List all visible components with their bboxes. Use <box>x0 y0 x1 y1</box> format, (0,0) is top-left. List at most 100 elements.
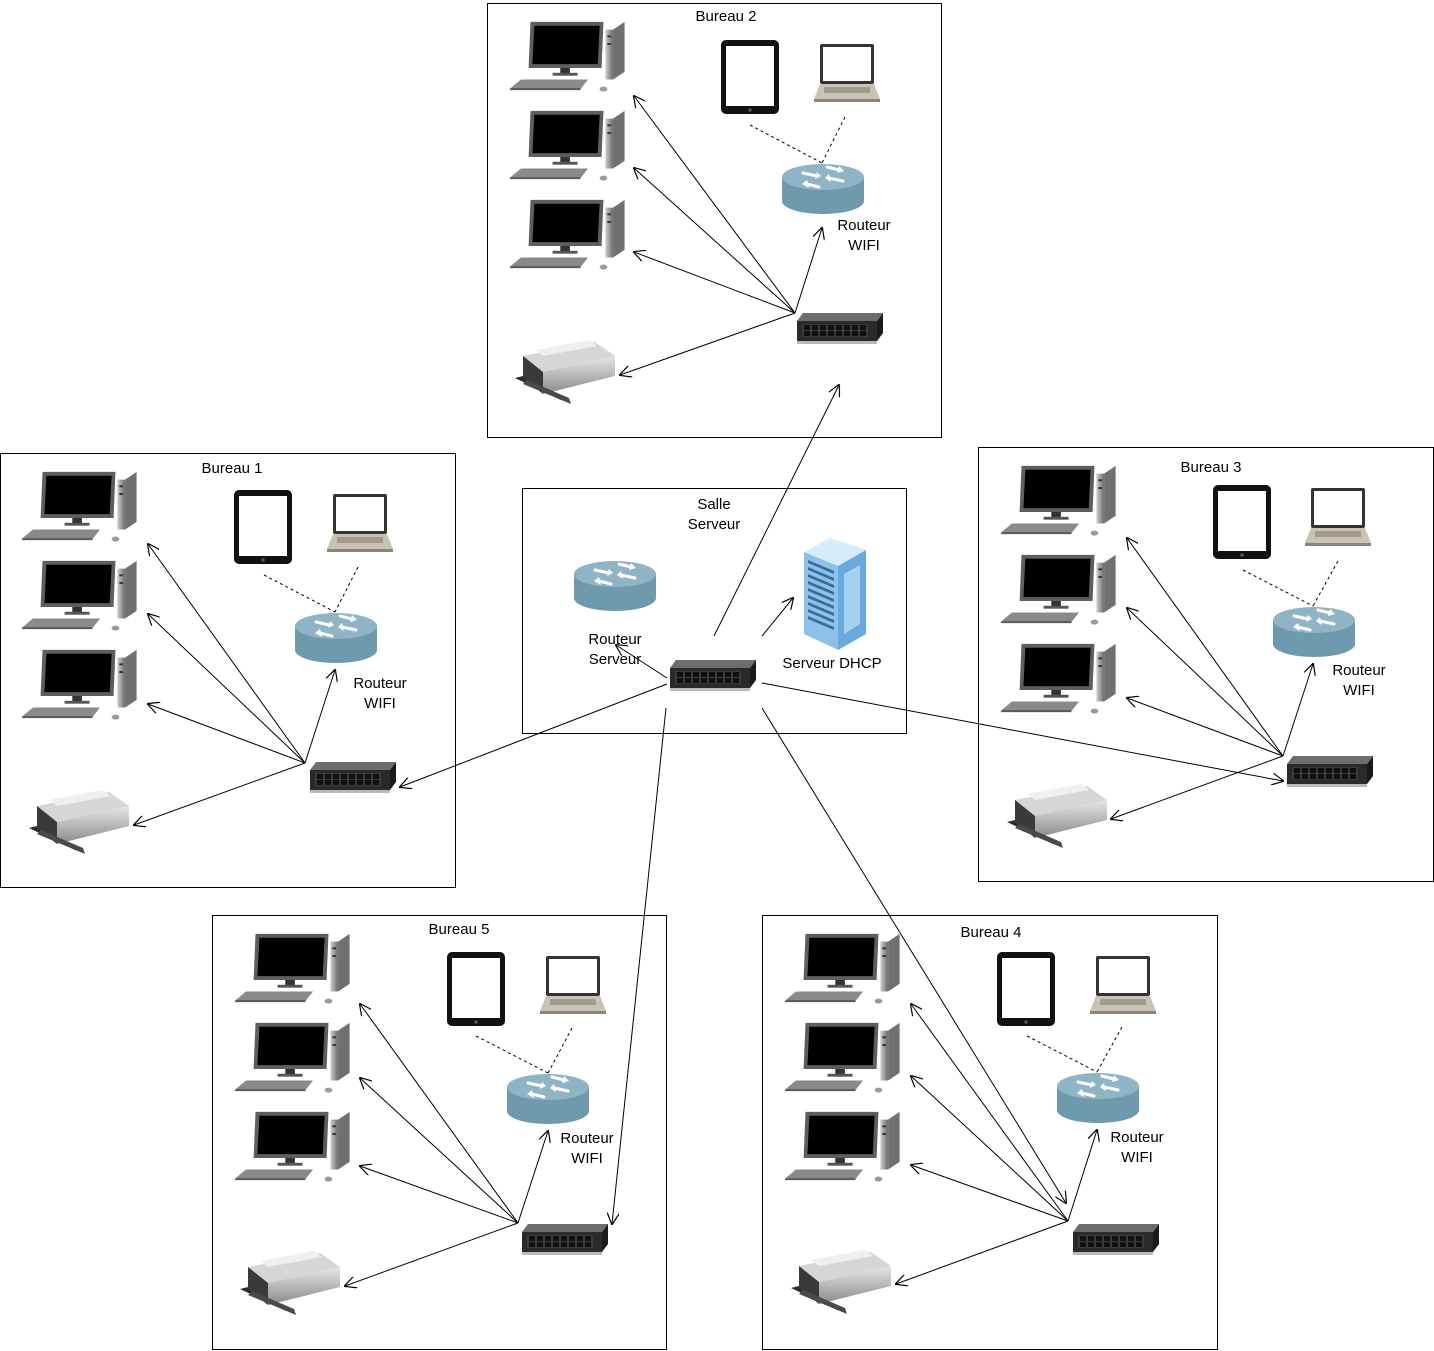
link-b3-router <box>1282 664 1313 757</box>
wifi-b5-laptop <box>547 1027 573 1074</box>
link-b4-printer <box>896 1220 1069 1284</box>
link-backbone-bureau1 <box>400 683 668 787</box>
bureau2: Bureau 2 Routeur WIFI <box>509 8 891 404</box>
desktop-computer-icon <box>784 1022 900 1093</box>
network-switch-icon <box>1287 756 1373 787</box>
room-box-bureau4 <box>762 915 1218 1350</box>
link-backbone-bureau2 <box>713 385 839 637</box>
network-switch-icon <box>1073 1224 1159 1255</box>
link-backbone-bureau4 <box>761 707 1066 1203</box>
laptop-icon <box>814 44 880 102</box>
room-box-bureau5 <box>212 915 667 1350</box>
printer-icon <box>1007 784 1107 848</box>
desktop-computer-icon <box>784 1111 900 1182</box>
link-b1-pc3 <box>148 704 306 764</box>
link-b2-pc1 <box>634 96 796 314</box>
room-title: Bureau 5 <box>429 921 490 938</box>
room-title-line2: Serveur <box>688 516 741 533</box>
tablet-icon <box>721 40 779 114</box>
desktop-computer-icon <box>509 21 625 92</box>
desktop-computer-icon <box>784 933 900 1004</box>
room-title: Bureau 3 <box>1181 459 1242 476</box>
desktop-computer-icon <box>1000 554 1116 625</box>
desktop-computer-icon <box>1000 643 1116 714</box>
link-b4-pc3 <box>911 1165 1069 1222</box>
link-b2-printer <box>620 312 796 375</box>
bureau1: Bureau 1 Routeur WIFI <box>21 460 407 854</box>
router-label-line1: Routeur <box>837 217 890 234</box>
link-b5-pc2 <box>360 1078 519 1224</box>
tablet-icon <box>447 952 505 1026</box>
desktop-computer-icon <box>509 110 625 181</box>
room-title-line1: Salle <box>697 496 730 513</box>
link-b4-pc1 <box>911 1004 1069 1222</box>
link-b3-pc3 <box>1127 698 1284 757</box>
server-room: Salle Serveur Routeur Serveur Serveur DH… <box>572 496 882 691</box>
wifi-b4-tablet <box>1026 1035 1098 1073</box>
router-label-line1: Routeur <box>1332 662 1385 679</box>
link-b4-pc2 <box>911 1076 1069 1222</box>
desktop-computer-icon <box>1000 465 1116 536</box>
bureau3: Bureau 3 Routeur WIFI <box>1000 459 1386 848</box>
wifi-b2-laptop <box>821 116 846 164</box>
laptop-icon <box>1090 956 1156 1014</box>
router-label-line1: Routeur <box>353 675 406 692</box>
room-title: Bureau 4 <box>961 924 1022 941</box>
link-backbone-bureau3 <box>761 682 1283 781</box>
printer-icon <box>240 1251 340 1315</box>
router-label-line1: Routeur <box>1110 1129 1163 1146</box>
wifi-b4-laptop <box>1096 1026 1123 1073</box>
link-b2-router <box>794 228 822 314</box>
core-router-icon <box>572 559 658 613</box>
server-rack-icon <box>804 538 866 650</box>
desktop-computer-icon <box>234 1111 350 1182</box>
laptop-icon <box>327 494 393 552</box>
link-b3-pc2 <box>1127 608 1284 757</box>
link-server-router <box>616 645 668 679</box>
network-switch-icon <box>310 762 396 793</box>
router-label-line2: WIFI <box>1343 682 1375 699</box>
desktop-computer-icon <box>509 199 625 270</box>
wifi-b5-tablet <box>475 1035 549 1074</box>
wifi-b3-tablet <box>1242 569 1314 607</box>
bureau4: Bureau 4 Routeur WIFI <box>784 924 1164 1314</box>
link-server-dhcp <box>761 598 793 637</box>
router-label-line1: Routeur <box>560 1130 613 1147</box>
link-b5-printer <box>345 1222 519 1286</box>
network-switch-icon <box>522 1224 608 1255</box>
router-label-line2: WIFI <box>571 1150 603 1167</box>
wifi-b1-laptop <box>334 566 359 613</box>
wifi-router-icon <box>780 162 866 216</box>
link-b2-pc2 <box>634 168 796 314</box>
printer-icon <box>29 790 129 854</box>
link-b3-printer <box>1111 755 1284 819</box>
printer-icon <box>791 1250 891 1314</box>
link-b1-printer <box>134 762 306 825</box>
wifi-b2-tablet <box>749 124 823 164</box>
wifi-router-icon <box>505 1072 591 1126</box>
link-b1-pc1 <box>148 544 306 764</box>
router-label-line2: WIFI <box>364 695 396 712</box>
link-b1-router <box>304 670 335 764</box>
link-b5-pc3 <box>360 1166 519 1224</box>
link-b5-router <box>517 1131 548 1224</box>
desktop-computer-icon <box>234 933 350 1004</box>
wifi-b3-laptop <box>1312 560 1339 607</box>
room-box-server-room <box>522 488 907 734</box>
link-b5-pc1 <box>360 1004 519 1224</box>
router-label-line2: WIFI <box>848 237 880 254</box>
connections <box>134 96 1339 1286</box>
wifi-router-icon <box>1055 1071 1141 1125</box>
link-b3-pc1 <box>1127 538 1284 757</box>
link-b4-router <box>1067 1130 1097 1222</box>
tablet-icon <box>997 952 1055 1026</box>
core-switch-icon <box>670 660 756 691</box>
router-label-line2: WIFI <box>1121 1149 1153 1166</box>
tablet-icon <box>1213 485 1271 559</box>
link-b1-pc2 <box>148 614 306 764</box>
printer-icon <box>515 340 615 404</box>
desktop-computer-icon <box>21 560 137 631</box>
room-title: Bureau 1 <box>202 460 263 477</box>
desktop-computer-icon <box>21 471 137 542</box>
